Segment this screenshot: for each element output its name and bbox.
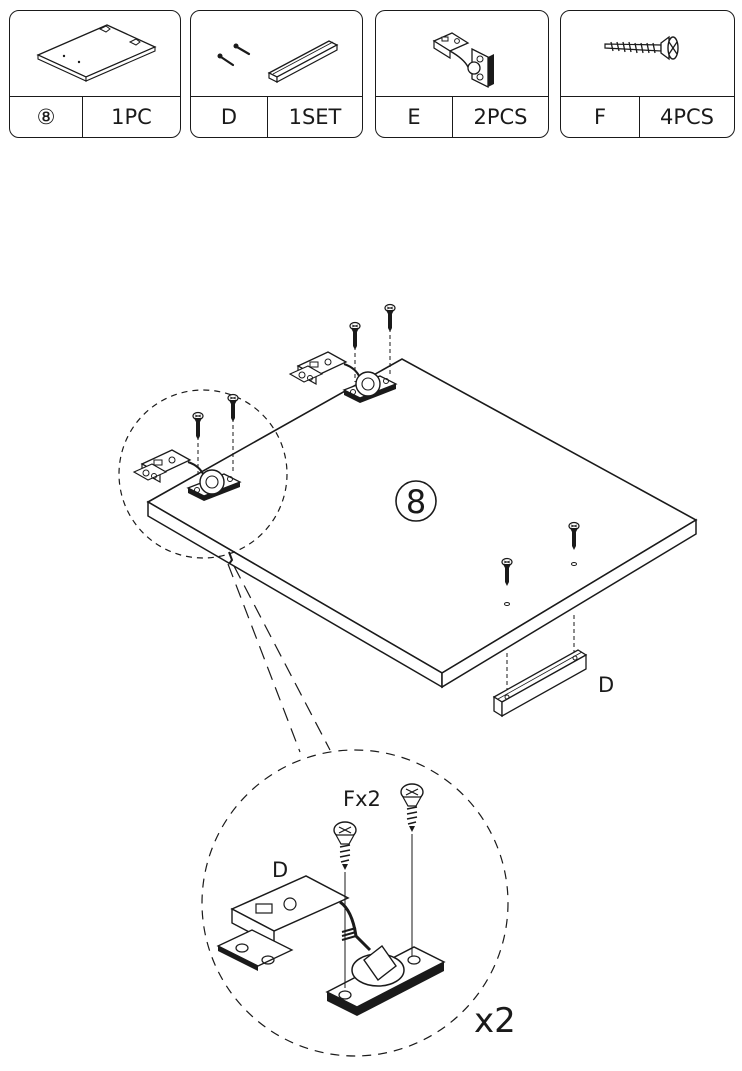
- screw-icon: [219, 45, 251, 67]
- hinge-detail: [216, 875, 446, 1016]
- panel-label: 8: [406, 483, 426, 521]
- panel-number-badge: [395, 480, 437, 522]
- part-card-handle: D 1SET: [190, 10, 363, 138]
- hinge-icon: [376, 11, 548, 99]
- handle-label: D: [598, 673, 614, 697]
- detail-circle: [201, 749, 509, 1057]
- board-panel: [146, 358, 698, 689]
- part-card-screw: F 4PCS: [560, 10, 735, 138]
- part-quantity: 1SET: [288, 105, 342, 129]
- handle-with-screws-icon: [191, 11, 362, 99]
- screw-icon: [333, 821, 357, 870]
- part-quantity: 1PC: [111, 105, 152, 129]
- screw-icon: [192, 411, 204, 441]
- part-id: D: [191, 97, 268, 137]
- part-id: F: [561, 97, 640, 137]
- part-id: ⑧: [10, 97, 83, 137]
- screw-icon: [561, 11, 734, 99]
- part-quantity: 4PCS: [659, 105, 715, 129]
- screw-icon: [349, 321, 361, 351]
- part-card-hinge: E 2PCS: [375, 10, 549, 138]
- part-id: E: [376, 97, 453, 137]
- screw-icon: [400, 783, 424, 832]
- assembly-diagram: 8 D: [118, 303, 698, 1057]
- handle-bar: [492, 649, 588, 718]
- part-quantity: 2PCS: [473, 105, 528, 129]
- detail-multiplier: x2: [474, 1001, 516, 1041]
- detail-highlight-circle: [118, 389, 288, 559]
- screw-icon: [227, 393, 239, 423]
- screw-icon: [384, 303, 396, 333]
- part-card-panel: ⑧ 1PC: [9, 10, 181, 138]
- parts-list: ⑧ 1PC D 1SET: [9, 10, 735, 140]
- board-panel-icon: [10, 11, 180, 99]
- detail-screw-label: Fx2: [343, 787, 381, 811]
- detail-hinge-label: D: [272, 858, 288, 882]
- handle-bar-icon: [267, 40, 339, 83]
